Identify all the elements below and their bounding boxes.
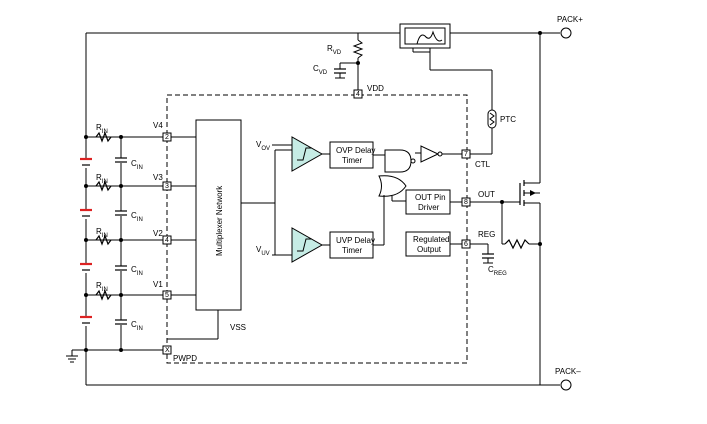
inverter-bubble: [437, 151, 443, 157]
rin-label-4: RIN: [96, 281, 108, 293]
uvp-hysteresis: [297, 238, 312, 252]
vuv-label: VUV: [256, 245, 270, 257]
cvd-label: CVD: [313, 64, 328, 76]
out-driver-block: [405, 189, 451, 215]
out-driver-line1: OUT Pin: [415, 193, 446, 202]
ovp-comparator: [291, 136, 324, 172]
nand-gate: [384, 149, 412, 173]
inverter: [420, 145, 440, 163]
pack-plus-junction: [538, 31, 542, 35]
rvd-resistor: [352, 39, 364, 59]
pwpd-pin: [162, 345, 172, 355]
v2-label: V2: [153, 229, 163, 238]
pwpd-label: PWPD: [173, 354, 197, 363]
ovp-delay-block: [329, 141, 374, 169]
rin-label-2: RIN: [96, 173, 108, 185]
reg-pin-num: 6: [464, 241, 468, 248]
vdd-pin: [353, 89, 363, 99]
uvp-delay-line1: UVP Delay: [336, 236, 375, 245]
out-label: OUT: [478, 190, 495, 199]
rin-resistor-v4: [95, 131, 112, 143]
out-driver-line2: Driver: [418, 203, 440, 212]
ovp-hysteresis: [297, 147, 312, 161]
fuse-element: [409, 30, 443, 45]
source-junction: [538, 242, 542, 246]
rin-resistor-v3: [95, 180, 112, 192]
pwpd-pin-num: X: [165, 347, 170, 354]
cin-label-2: CIN: [131, 211, 143, 223]
nand-bubble: [410, 158, 416, 164]
uvp-comparator: [291, 227, 324, 263]
reg-label: REG: [478, 230, 495, 239]
regulated-output-block: [405, 231, 451, 257]
rin-resistor-v2: [95, 234, 112, 246]
v4-label: V4: [153, 121, 163, 130]
ovp-delay-line2: Timer: [342, 156, 362, 165]
v1-label: V1: [153, 280, 163, 289]
rin-label-1: RIN: [96, 123, 108, 135]
v2-pin-num: 4: [165, 237, 169, 244]
ic-boundary: [166, 94, 468, 364]
rin-label-3: RIN: [96, 227, 108, 239]
rin-resistors: [95, 131, 112, 301]
pack-plus-label: PACK+: [557, 15, 583, 24]
vss-label: VSS: [230, 323, 246, 332]
cin-label-3: CIN: [131, 265, 143, 277]
mosfet: [519, 180, 540, 206]
vdd-pin-label: VDD: [367, 84, 384, 93]
gate-resistor: [504, 238, 530, 250]
ovp-delay-line1: OVP Delay: [336, 146, 375, 155]
vov-label: VOV: [256, 140, 270, 152]
pack-minus-terminal[interactable]: [560, 379, 572, 391]
multiplexer-label: Multiplexer Network: [215, 185, 224, 256]
regulated-line1: Regulated: [413, 235, 449, 244]
pack-minus-label: PACK–: [555, 367, 581, 376]
v3-pin-num: 3: [165, 183, 169, 190]
uvp-delay-block: [329, 231, 374, 259]
rin-resistor-v1: [95, 289, 112, 301]
uvp-delay-line2: Timer: [342, 246, 362, 255]
ptc-pattern: [489, 112, 495, 126]
creg-label: CREG: [488, 265, 507, 277]
ptc-label: PTC: [500, 115, 516, 124]
out-pin-num: 8: [464, 199, 468, 206]
or-gate: [378, 175, 407, 197]
v4-pin-num: 2: [165, 134, 169, 141]
v1-pin-num: 5: [165, 292, 169, 299]
v3-label: V3: [153, 173, 163, 182]
cin-label-4: CIN: [131, 320, 143, 332]
pack-plus-terminal[interactable]: [560, 27, 572, 39]
cin-label-1: CIN: [131, 159, 143, 171]
vdd-pin-num: 4: [356, 91, 360, 98]
ctl-label: CTL: [475, 160, 491, 169]
rvd-label: RVD: [327, 44, 342, 56]
battery-cells: [80, 157, 92, 326]
ctl-pin-num: 7: [464, 151, 468, 158]
cin-capacitors: [115, 157, 127, 325]
regulated-line2: Output: [417, 245, 442, 254]
